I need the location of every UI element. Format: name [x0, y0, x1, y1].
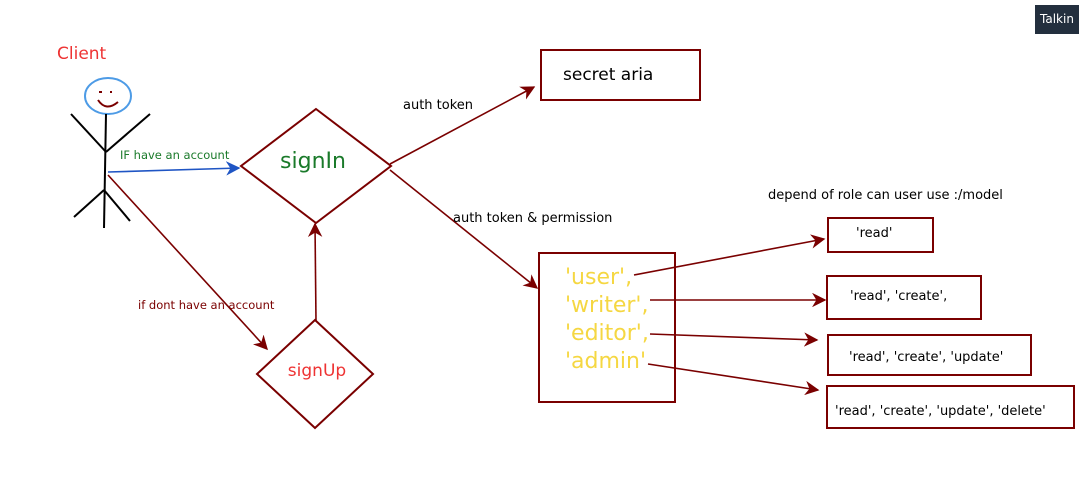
- arrow-signin-to-secret: [389, 86, 536, 165]
- arrow-editor-to-update: [649, 332, 819, 347]
- label-has-account: IF have an account: [120, 148, 230, 162]
- client-stick-figure-icon: [70, 77, 151, 229]
- permission-update-label: 'read', 'create', 'update': [849, 350, 1003, 365]
- signin-label: signIn: [280, 149, 346, 174]
- permission-read-label: 'read': [856, 226, 892, 241]
- arrow-user-to-read: [633, 234, 826, 276]
- permission-read-box: [827, 217, 934, 253]
- secret-node[interactable]: secret aria: [540, 49, 701, 101]
- permission-delete-node[interactable]: 'read', 'create', 'update', 'delete': [826, 385, 1075, 429]
- label-auth-token-permission: auth token & permission: [453, 211, 612, 226]
- talk-button[interactable]: Talkin: [1035, 5, 1079, 34]
- roles-box: [538, 252, 676, 403]
- arrow-client-to-signin: [107, 161, 241, 176]
- client-leg-right: [103, 189, 131, 222]
- secret-label: secret aria: [563, 65, 653, 85]
- signin-diamond: [239, 107, 393, 225]
- permission-delete-box: [826, 385, 1075, 429]
- client-smile: [97, 99, 119, 108]
- client-torso: [103, 113, 107, 229]
- client-arm-left: [70, 113, 107, 153]
- arrow-client-to-signup: [107, 174, 268, 351]
- label-depend-role: depend of role can user use :/model: [768, 188, 1003, 203]
- secret-box: [540, 49, 701, 101]
- permission-update-box: [827, 334, 1032, 376]
- signup-label: signUp: [288, 361, 346, 381]
- client-label: Client: [57, 44, 107, 64]
- signin-node[interactable]: signIn: [239, 107, 393, 225]
- permission-create-label: 'read', 'create',: [850, 289, 947, 304]
- arrow-admin-to-delete: [647, 363, 820, 396]
- signup-node[interactable]: signUp: [255, 318, 375, 430]
- role-writer: 'writer',: [565, 293, 648, 318]
- roles-node[interactable]: 'user', 'writer', 'editor', 'admin': [538, 252, 676, 403]
- label-auth-token: auth token: [403, 98, 473, 113]
- permission-update-node[interactable]: 'read', 'create', 'update': [827, 334, 1032, 376]
- role-editor: 'editor',: [565, 321, 649, 346]
- client-arm-right: [105, 113, 151, 153]
- client-head: [84, 77, 132, 115]
- permission-read-node[interactable]: 'read': [827, 217, 934, 253]
- signup-diamond: [255, 318, 375, 430]
- label-no-account: if dont have an account: [138, 298, 275, 312]
- arrow-signin-to-roles: [389, 169, 539, 289]
- permission-create-node[interactable]: 'read', 'create',: [826, 275, 982, 320]
- permission-create-box: [826, 275, 982, 320]
- permission-delete-label: 'read', 'create', 'update', 'delete': [835, 404, 1046, 419]
- arrow-signup-to-signin: [307, 222, 323, 322]
- role-user: 'user',: [565, 265, 632, 290]
- client-leg-left: [73, 189, 105, 218]
- role-admin: 'admin': [565, 349, 646, 374]
